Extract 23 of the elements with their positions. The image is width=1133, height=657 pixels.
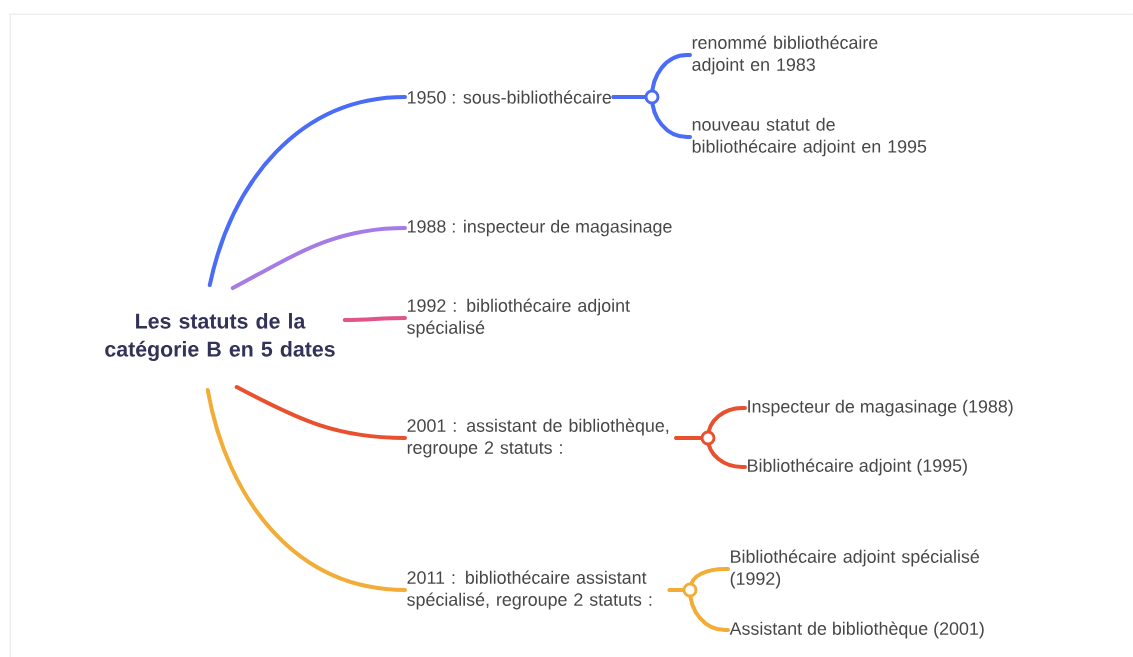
branch-label: 1988 : inspecteur de magasinage bbox=[407, 219, 672, 237]
branch-label: 2011 : bibliothécaire assistant spécialisé, regroupe 2 statuts : bbox=[407, 570, 652, 610]
branch-label: Bibliothécaire adjoint (1995) bbox=[748, 458, 967, 476]
junction-circle bbox=[682, 582, 698, 598]
branch-label: Bibliothécaire adjoint spécialisé (1992) bbox=[730, 549, 979, 589]
central-topic: Les statuts de la catégorie B en 5 dates bbox=[105, 313, 335, 361]
branch-label: 1992 : bibliothécaire adjoint spécialisé bbox=[407, 298, 630, 338]
junction-circle bbox=[644, 89, 660, 105]
junction-circle bbox=[700, 430, 716, 446]
branch-label: 1950 : sous-bibliothécaire bbox=[407, 90, 611, 104]
branch-label: renommé bibliothécaire adjoint en 1983 bbox=[692, 35, 878, 75]
branch-label: Inspecteur de magasinage (1988) bbox=[748, 399, 1013, 417]
branch-label: 2001 : assistant de bibliothèque, regroupe 2 statuts : bbox=[407, 418, 669, 458]
connector bbox=[234, 385, 407, 440]
connector bbox=[674, 436, 747, 469]
branch-label: nouveau statut de bibliothécaire adjoint en 1995 bbox=[692, 117, 927, 157]
branch-label: Assistant de bibliothèque (2001) bbox=[729, 621, 984, 639]
connector bbox=[611, 95, 692, 139]
connector bbox=[667, 588, 730, 632]
connector bbox=[207, 95, 407, 288]
connector bbox=[342, 316, 407, 323]
connector bbox=[230, 226, 407, 291]
connector bbox=[205, 388, 407, 592]
